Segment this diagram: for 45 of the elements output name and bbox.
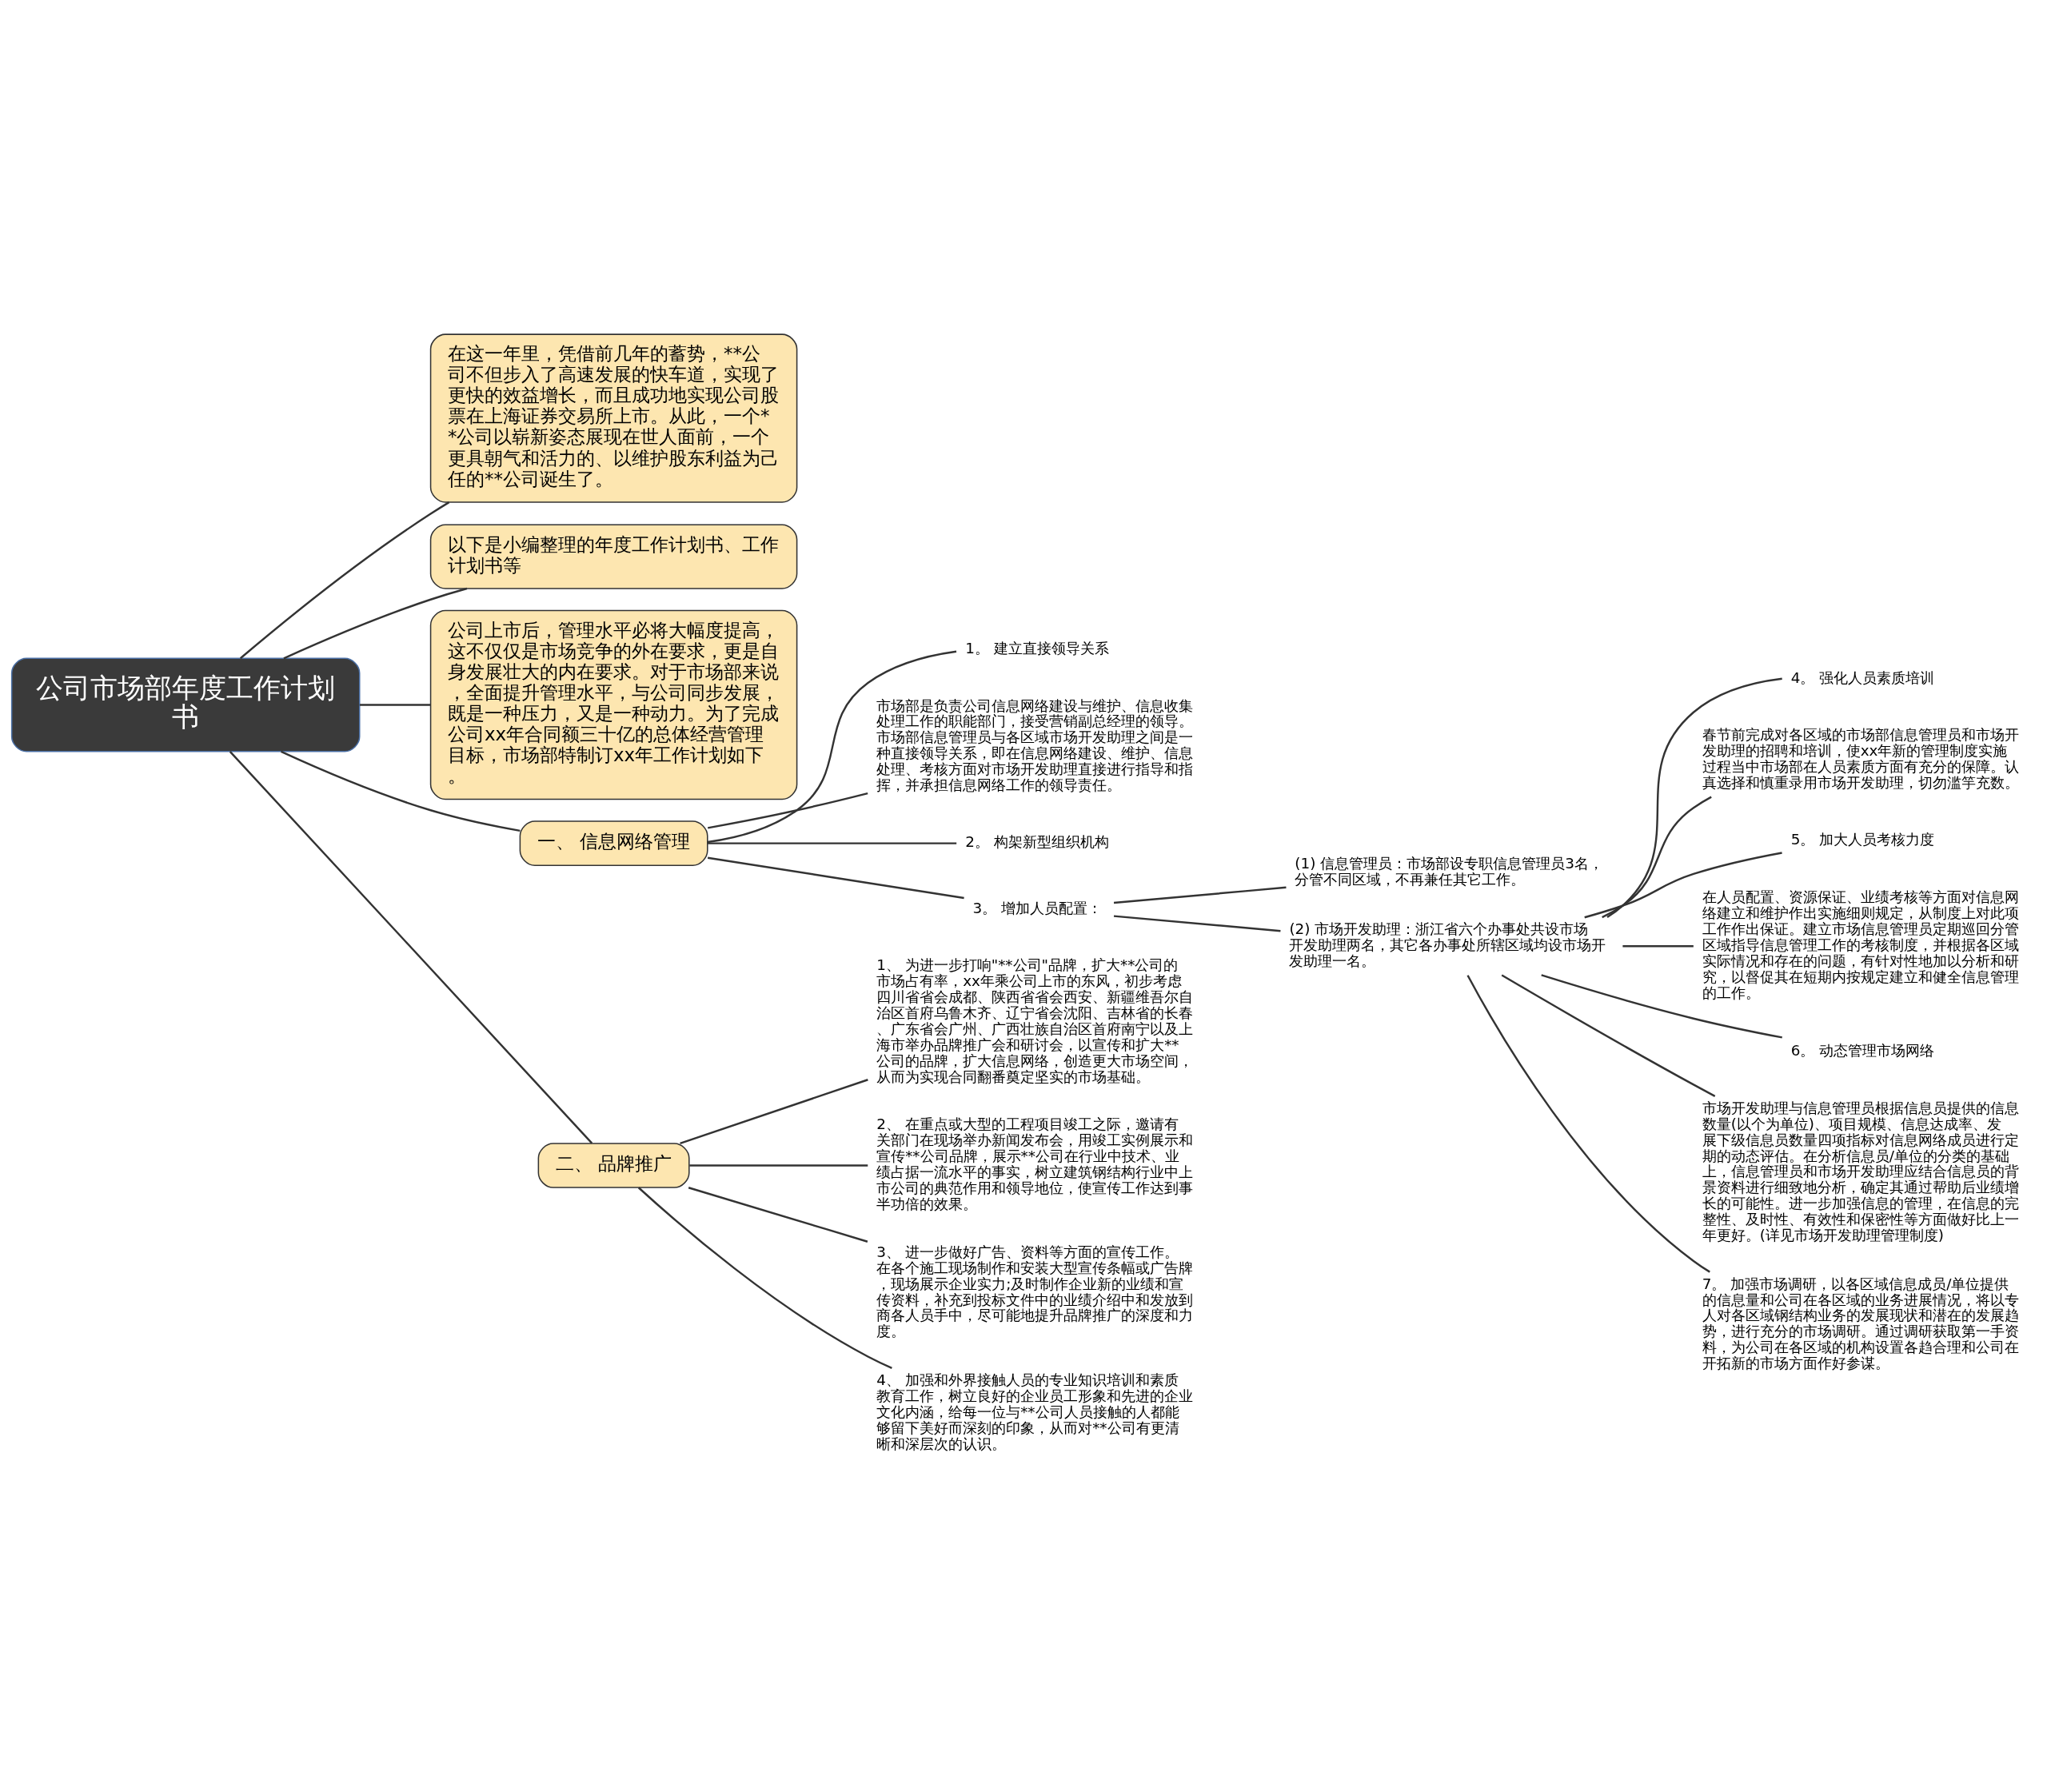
connector [689,1164,868,1167]
connector [1622,945,1694,948]
node-text: 7。 加强市场调研，以各区域信息成员/单位提供的信息量和公司在各区域的业务进展情况，将以专人对各区域钢结构业务的发展现状和潜在的发展趋势，进行充分的市场调研。通过调研获取第一手资料，为公司在各区域的机构设置各趋合理和公司在开拓新的市场方面作好参谋。 [1702,1275,2019,1372]
connector [1606,677,1782,919]
node-text: (2) 市场开发助理：浙江省六个办事处共设市场开发助理两名，其它各办事处所辖区域均设市场开发助理一名。 [1289,920,1606,969]
connector [680,1079,868,1145]
connector [708,842,957,844]
node-text: 1。 建立直接领导关系 [965,640,1109,657]
node-text: 6。 动态管理市场网络 [1790,1041,1935,1059]
node-box: 公司市场部年度工作计划书 [10,657,361,752]
node-text: 市场部是负责公司信息网络建设与维护、信息收集处理工作的职能部门，接受营销副总经理的领导。市场部信息管理员与各区域市场开发助理之间是一种直接领导关系，即在信息网络建设、维护、信息处理、考核方面对市场开发助理直接进行指导和指挥，并承担信息网络工作的领导责任。 [876,696,1194,794]
node-text: 4。 强化人员素质培训 [1790,669,1935,687]
connector [229,751,593,1144]
node-text: 2。 构架新型组织机构 [965,833,1109,851]
connector [1113,886,1287,904]
connector [708,792,868,829]
connector [359,704,431,706]
connector [1113,915,1281,932]
connector [1541,974,1782,1039]
connector [1602,796,1712,919]
node-box: 一、 信息网络管理 [519,820,708,866]
connector [1501,974,1716,1097]
connector [688,1187,868,1243]
connector [283,587,468,660]
node-text: 5。 加大人员考核力度 [1790,831,1935,848]
connector [707,856,964,900]
node-text: 3。 增加人员配置： [972,900,1102,917]
node-text: 1、 为进一步打响"**公司"品牌，扩大**公司的市场占有率，xx年乘公司上市的东风，初步考虑四川省省会成都、陕西省省会西安、新疆维吾尔自治区首府乌鲁木齐、辽宁省会沈阳、吉林省的长春、广东省会广州、广西壮族自治区首府南宁以及上海市举办品牌推广会和研讨会，以宣传和扩大**公司的品牌，扩大信息网络，创造更大市场空间，从而为实现合同翻番奠定坚实的市场基础。 [876,956,1194,1085]
connector [281,750,521,832]
node-box: 二、 品牌推广 [537,1143,690,1188]
node-text: (1) 信息管理员：市场部设专职信息管理员3名，分管不同区域，不再兼任其它工作。 [1295,855,1603,888]
node-text: 3、 进一步做好广告、资料等方面的宣传工作。在各个施工现场制作和安装大型宣传条幅或广告牌，现场展示企业实力;及时制作企业新的业绩和宣传资料，补充到投标文件中的业绩介绍中和发放到商各人员手中，尽可能地提升品牌推广的深度和力度。 [876,1243,1194,1340]
connector [707,650,957,844]
node-text: 市场开发助理与信息管理员根据信息员提供的信息数量(以个为单位)、项目规模、信息达成率、发展下级信息员数量四项指标对信息网络成员进行定期的动态评估。在分析信息员/单位的分类的基础上，信息管理员和市场开发助理应结合信息员的背景资料进行细致地分析，确定其通过帮助后业绩增长的可能性。进一步加强信息的管理，在信息的完整性、及时性、有效性和保密性等方面做好比上一年更好。(详见市场开发助理管理制度) [1702,1099,2019,1244]
node-text: 在人员配置、资源保证、业绩考核等方面对信息网络建立和维护作出实施细则规定，从制度上对此项工作作出保证。建立市场信息管理员定期巡回分管区域指导信息管理工作的考核制度，并根据各区域实际情况和存在的问题，有针对性地加以分析和研究，以督促其在短期内按规定建立和健全信息管理的工作。 [1702,888,2019,1001]
node-text: 2、 在重点或大型的工程项目竣工之际，邀请有关部门在现场举办新闻发布会，用竣工实例展示和宣传**公司品牌，展示**公司在行业中技术、业绩占据一流水平的事实，树立建筑钢结构行业中上市公司的典范作用和领导地位，使宣传工作达到事半功倍的效果。 [876,1116,1194,1213]
node-text: 春节前完成对各区域的市场部信息管理员和市场开发助理的招聘和培训，使xx年新的管理制度实施过程当中市场部在人员素质方面有充分的保障。认真选择和慎重录用市场开发助理，切勿滥竽充数。 [1702,726,2019,792]
node-text: 4、 加强和外界接触人员的专业知识培训和素质教育工作，树立良好的企业员工形象和先进的企业文化内涵，给每一位与**公司人员接触的人都能够留下美好而深刻的印象，从而对**公司有更清晰和深层次的认识。 [876,1371,1194,1452]
node-box: 在这一年里，凭借前几年的蓄势，**公司不但步入了高速发展的快车道，实现了更快的效益增长，而且成功地实现公司股票在上海证券交易所上市。从此，一个**公司以崭新姿态展现在世人面前，一个更具朝气和活力的、以维护股东利益为己任的**公司诞生了。 [429,333,798,503]
connector [239,501,450,660]
node-box: 公司上市后，管理水平必将大幅度提高，这不仅仅是市场竞争的外在要求，更是自身发展壮大的内在要求。对于市场部来说，全面提升管理水平，与公司同步发展，既是一种压力，又是一种动力。为了完成公司xx年合同额三十亿的总体经营管理目标，市场部特制订xx年工作计划如下。 [429,609,798,800]
connector [1584,852,1782,919]
connector [1466,975,1710,1273]
connector [637,1187,892,1369]
node-box: 以下是小编整理的年度工作计划书、工作计划书等 [429,524,798,589]
